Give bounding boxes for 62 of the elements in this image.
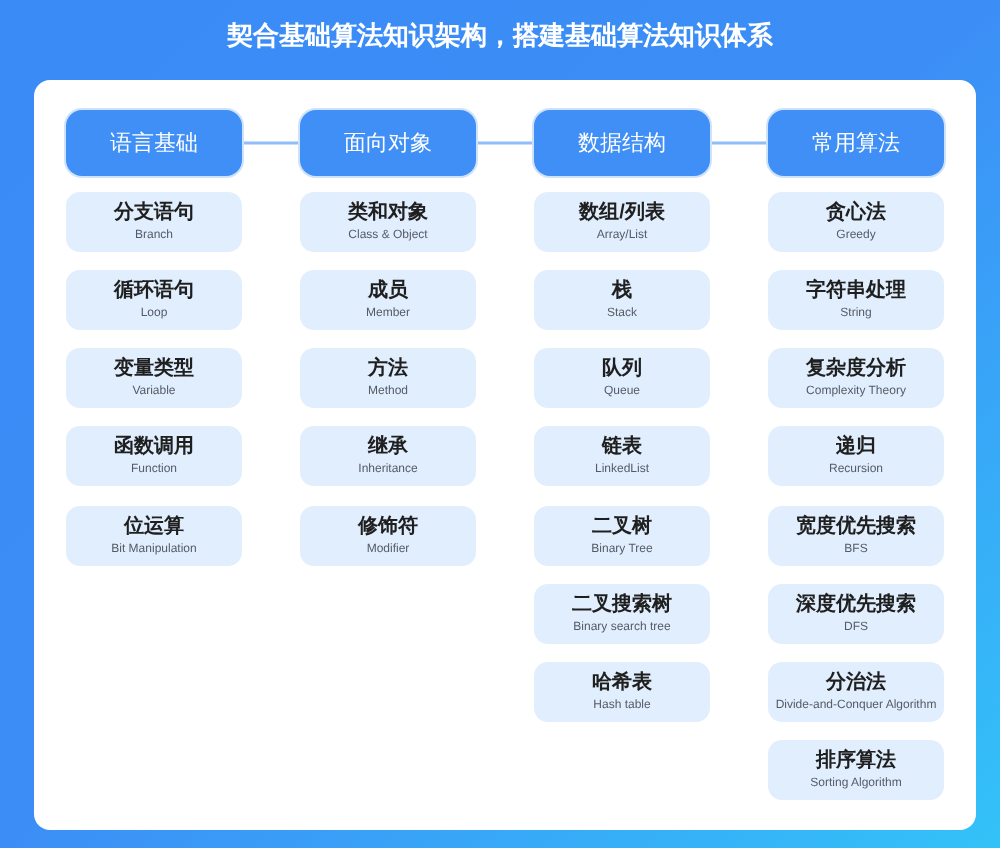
topic-card: [534, 662, 710, 722]
topic-card: [66, 426, 242, 486]
category-header: [534, 110, 710, 176]
topic-title: 位运算: [124, 515, 184, 539]
category-header: [300, 110, 476, 176]
topic-card: [66, 192, 242, 252]
topic-title: 贪心法: [826, 201, 886, 225]
topic-title: 队列: [602, 357, 642, 381]
category-header: [66, 110, 242, 176]
topic-card: [534, 506, 710, 566]
topic-title: 字符串处理: [806, 279, 906, 303]
connector-line: [476, 141, 534, 145]
topic-card: [768, 584, 944, 644]
category-label: 常用算法: [812, 129, 900, 157]
topic-card: [300, 426, 476, 486]
topic-title: 分治法: [826, 671, 886, 695]
topic-card: [534, 192, 710, 252]
topic-card: [534, 584, 710, 644]
diagram-title: 契合基础算法知识架构，搭建基础算法知识体系: [227, 18, 773, 54]
category-label: 语言基础: [110, 129, 198, 157]
topic-card: [768, 506, 944, 566]
topic-title: 修饰符: [358, 515, 418, 539]
topic-card: [534, 426, 710, 486]
topic-card: [768, 192, 944, 252]
topic-title: 成员: [368, 279, 408, 303]
topic-card: [300, 192, 476, 252]
topic-title: 类和对象: [348, 201, 428, 225]
topic-card: [300, 506, 476, 566]
topic-card: [66, 348, 242, 408]
topic-title: 继承: [368, 435, 408, 459]
topic-card: [66, 270, 242, 330]
topic-title: 方法: [368, 357, 408, 381]
topic-title: 二叉树: [592, 515, 652, 539]
topic-title: 复杂度分析: [806, 357, 906, 381]
category-label: 数据结构: [578, 129, 666, 157]
topic-title: 宽度优先搜索: [796, 515, 916, 539]
category-header: [768, 110, 944, 176]
topic-card: [768, 662, 944, 722]
topic-card: [768, 348, 944, 408]
topic-title: 深度优先搜索: [796, 593, 916, 617]
topic-title: 数组/列表: [579, 201, 665, 225]
topic-card: [768, 740, 944, 800]
topic-card: [300, 270, 476, 330]
topic-title: 排序算法: [816, 749, 896, 773]
topic-title: 变量类型: [114, 357, 194, 381]
connector-line: [242, 141, 300, 145]
connector-line: [710, 141, 768, 145]
topic-title: 递归: [836, 435, 876, 459]
topic-title: 栈: [612, 279, 632, 303]
topic-card: [768, 426, 944, 486]
topic-card: [534, 348, 710, 408]
topic-title: 链表: [602, 435, 642, 459]
topic-card: [534, 270, 710, 330]
topic-title: 二叉搜索树: [572, 593, 672, 617]
topic-title: 函数调用: [114, 435, 194, 459]
topic-title: 循环语句: [114, 279, 194, 303]
topic-card: [300, 348, 476, 408]
topic-card: [768, 270, 944, 330]
topic-title: 哈希表: [592, 671, 652, 695]
topic-card: [66, 506, 242, 566]
topic-title: 分支语句: [114, 201, 194, 225]
category-label: 面向对象: [344, 129, 432, 157]
